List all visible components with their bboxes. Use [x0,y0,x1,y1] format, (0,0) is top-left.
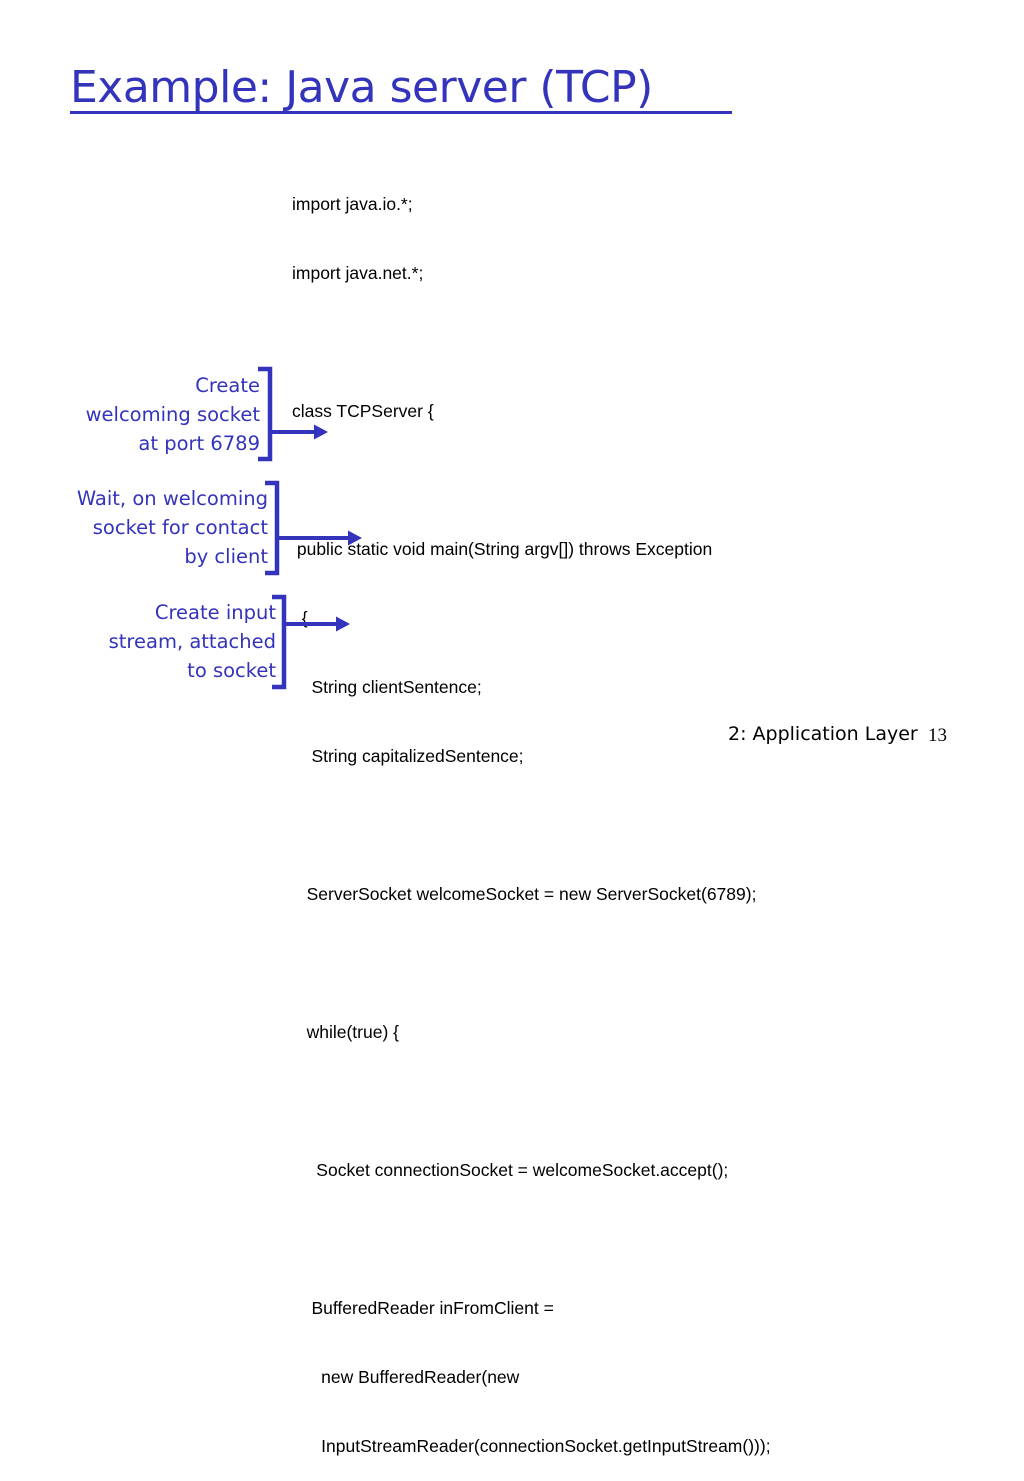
annotation-wait-on-welcoming-socket: Wait, on welcoming socket for contact by… [76,487,268,568]
code-line: class TCPServer { [292,401,434,421]
code-line [292,469,771,492]
code-line: InputStreamReader(connectionSocket.getIn… [292,1436,771,1456]
code-line: String capitalizedSentence; [292,746,524,766]
code-line: ServerSocket welcomeSocket = new ServerS… [292,884,757,904]
code-line: BufferedReader inFromClient = [292,1298,554,1318]
code-line: import java.io.*; [292,194,413,214]
footer-section-label: 2: Application Layer [728,723,918,745]
code-line [292,814,771,837]
title-underline [70,111,732,114]
annotation-create-welcoming-socket: Create welcoming socket at port 6789 [85,374,260,455]
code-line [292,331,771,354]
page-title: Example: Java server (TCP) [70,62,653,113]
code-line: { [292,608,308,628]
footer-page-number: 13 [928,725,947,746]
code-line [292,1228,771,1251]
code-line [292,952,771,975]
code-line: public static void main(String argv[]) t… [292,539,713,559]
annotation-create-input-stream: Create input stream, attached to socket [108,601,276,682]
code-line: String clientSentence; [292,677,482,697]
code-line [292,1090,771,1113]
code-line: import java.net.*; [292,263,424,283]
code-listing: import java.io.*; import java.net.*; cla… [292,147,771,1481]
code-line: new BufferedReader(new [292,1367,520,1387]
code-line: Socket connectionSocket = welcomeSocket.… [292,1160,729,1180]
code-line: while(true) { [292,1022,399,1042]
